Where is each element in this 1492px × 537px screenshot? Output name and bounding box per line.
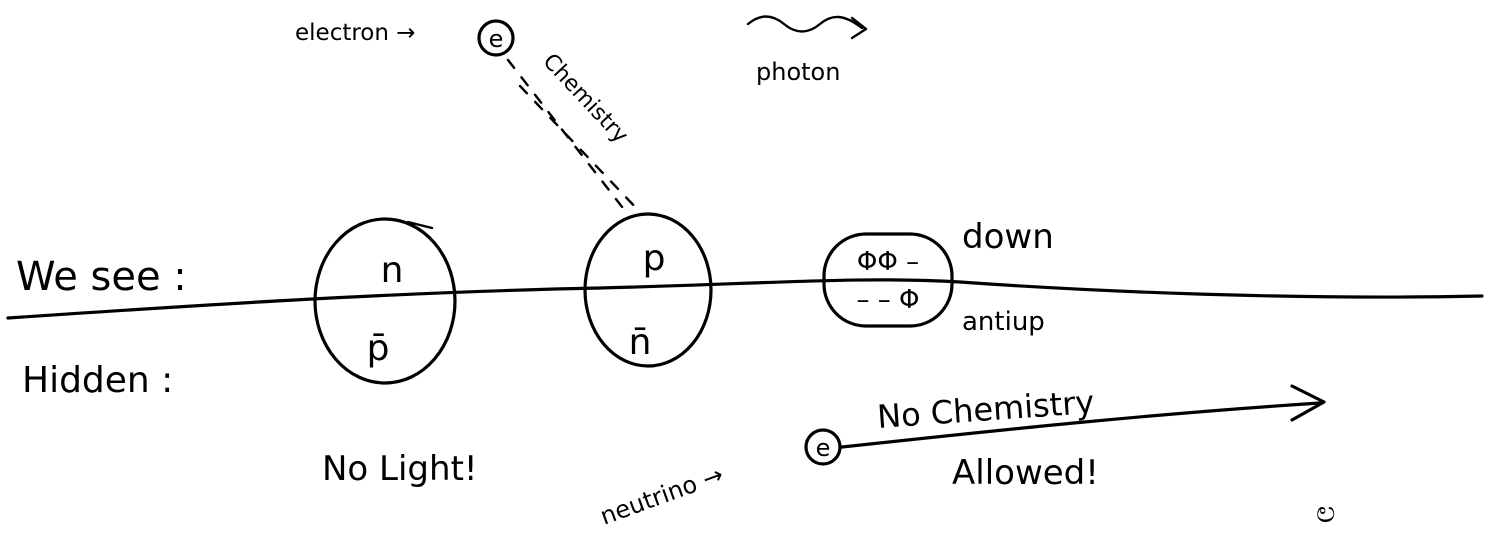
neutrino-arrowhead — [1290, 384, 1326, 422]
quark-composite — [822, 232, 954, 328]
electron-symbol: e — [489, 25, 504, 53]
photon-label: photon — [756, 58, 840, 86]
divider-line — [6, 278, 1484, 320]
corner-mark: ಲ — [1316, 495, 1335, 530]
neutrino-circle — [804, 428, 842, 466]
antineutron-label: n̄ — [629, 322, 652, 363]
neutron-label: n — [381, 250, 404, 291]
electron-label: electron → — [295, 20, 416, 46]
we-see-label: We see : — [16, 254, 187, 300]
no-light-label: No Light! — [322, 449, 478, 489]
electron-circle — [477, 19, 515, 57]
photon-arrowhead — [850, 16, 868, 40]
quark-row-top: ΦΦ – — [857, 247, 919, 277]
antiup-label: antiup — [962, 307, 1045, 337]
proton-label: p — [643, 238, 666, 279]
photon-wave — [746, 15, 864, 33]
antiproton-label: p̄ — [367, 328, 390, 369]
hidden-label: Hidden : — [22, 360, 173, 401]
neutrino-symbol: e — [816, 434, 831, 462]
composite-n-pbar — [313, 217, 457, 385]
down-label: down — [962, 217, 1054, 257]
composite-n-pbar-tick — [406, 220, 434, 230]
composite-p-nbar — [583, 212, 713, 368]
chemistry-label: Chemistry — [538, 49, 633, 148]
neutrino-label: neutrino → — [596, 460, 727, 530]
chemistry-bond-right — [518, 84, 642, 214]
allowed-label: Allowed! — [952, 453, 1099, 493]
neutrino-track — [840, 401, 1322, 449]
no-chemistry-label: No Chemistry — [876, 383, 1095, 436]
quark-row-bottom: – – Φ — [857, 285, 920, 315]
